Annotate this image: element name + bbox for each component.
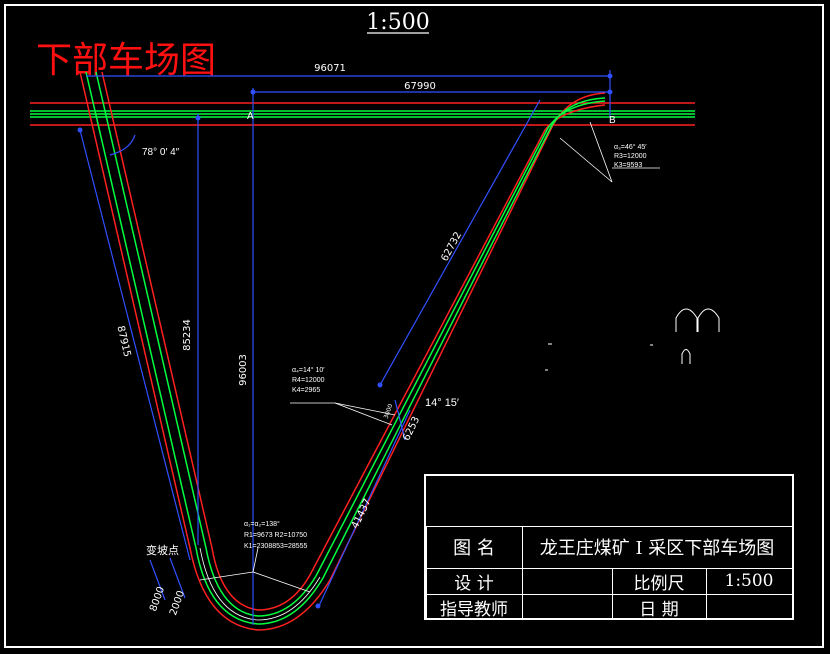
name-value: 龙王庄煤矿 I 采区下部车场图	[539, 538, 775, 559]
angle-mid: 14° 15′	[425, 397, 459, 409]
date-value	[706, 594, 792, 620]
dim-87915: 87915	[114, 325, 132, 358]
v-track-outer-red	[79, 71, 606, 631]
design-label: 设 计	[454, 573, 494, 594]
tunnel-section-sketch	[545, 308, 720, 371]
date-label: 日 期	[639, 599, 679, 620]
dim-2000: 2000	[168, 589, 187, 617]
point-a-label: A	[247, 111, 254, 122]
change-point-label: 变坡点	[146, 543, 179, 557]
v-track-white-curve	[199, 547, 321, 621]
curve-bottom-line3: K1=2308853=28555	[244, 543, 308, 550]
dim-small: 3000	[383, 403, 395, 420]
drawing-frame	[4, 4, 824, 648]
dim-96071: 96071	[314, 63, 346, 74]
curve-bottom-line2: R1=9673 R2=10750	[244, 532, 307, 539]
main-roadway	[30, 102, 695, 126]
scale-title: 1:500	[366, 10, 429, 35]
curve-mid-line2: R4=12000	[292, 377, 325, 384]
drawing-title: 下部车场图	[36, 40, 216, 81]
leader-lines	[199, 121, 660, 593]
curve-b-line2: R3=12000	[614, 153, 647, 160]
curve-mid-line1: α₄=14° 10′	[292, 366, 325, 374]
dimension-lines	[79, 70, 611, 625]
scale-label: 比例尺	[633, 573, 685, 594]
curve-bottom-line1: α₁=α₂=138°	[244, 520, 280, 528]
curve-mid-line3: K4=2965	[292, 387, 320, 394]
dimension-ticks	[77, 73, 613, 609]
curve-b-line3: K3=9593	[614, 162, 642, 169]
point-b-label: B	[609, 115, 616, 126]
scale-value: 1:500	[724, 571, 774, 591]
design-value	[522, 568, 612, 594]
angle-main: 78° 0′ 4″	[142, 147, 180, 158]
name-label: 图 名	[453, 538, 495, 559]
curve-b-line1: α₃=46° 45′	[614, 143, 647, 151]
instructor-label: 指导教师	[440, 599, 508, 620]
instructor-value	[522, 594, 612, 620]
title-block: 图 名 龙王庄煤矿 I 采区下部车场图 设 计 比例尺 1:500 指导教师 日…	[424, 474, 794, 620]
dim-62732: 62732	[439, 230, 464, 263]
v-track-green	[85, 71, 606, 625]
dim-96003: 96003	[238, 354, 249, 386]
dim-85234: 85234	[182, 319, 193, 351]
dim-67990: 67990	[404, 81, 436, 92]
